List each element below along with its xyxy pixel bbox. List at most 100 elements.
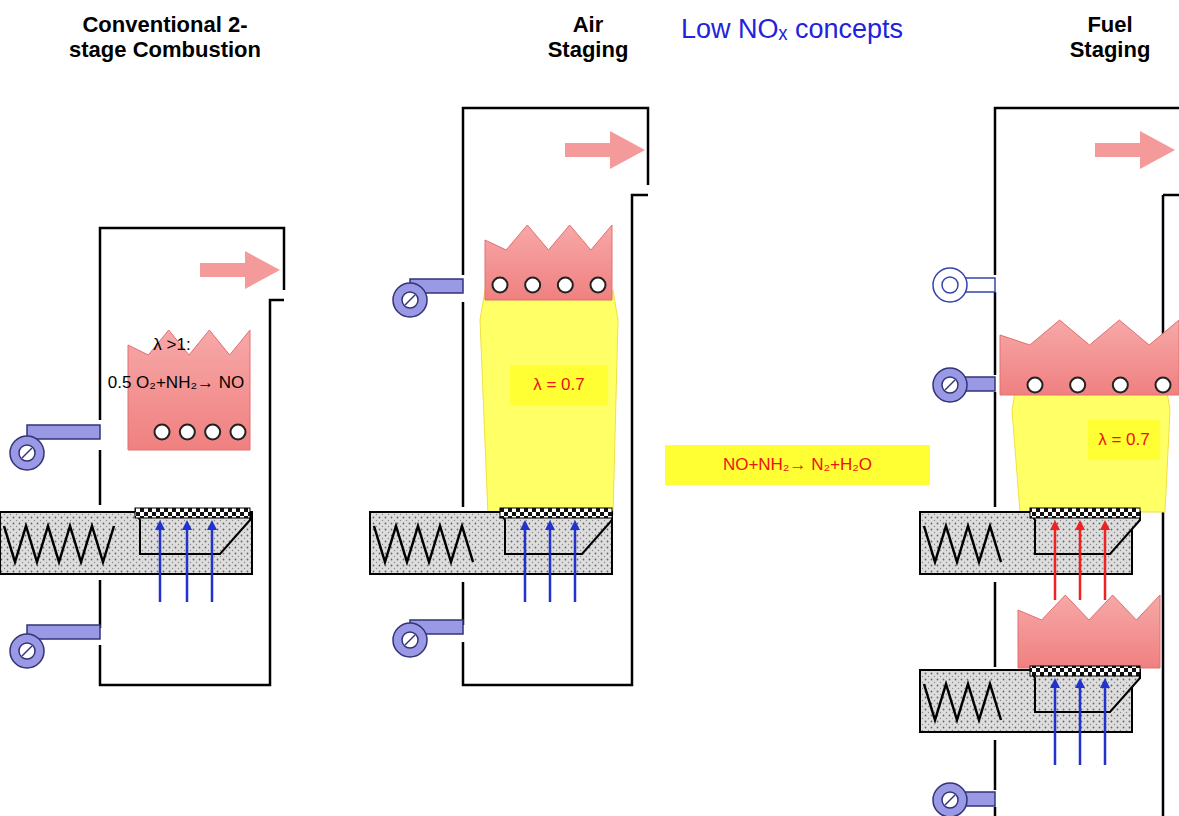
air-nozzle [1113, 378, 1128, 393]
arrowhead [545, 520, 555, 530]
node-text: λ = 0.7 [1098, 430, 1150, 450]
air-fan [933, 268, 967, 302]
flame [1018, 595, 1160, 668]
arrowhead [520, 520, 530, 530]
node-text: NO+NH₂→ N₂+H₂O [723, 455, 872, 475]
fan-blade [405, 295, 415, 305]
primary-air-arrow [524, 528, 527, 602]
flame [1000, 320, 1179, 395]
air-fan [933, 368, 967, 402]
air-nozzle [525, 278, 540, 293]
air-nozzle [1070, 378, 1085, 393]
panel-heading: Air Staging [533, 12, 643, 63]
air-fan [933, 783, 967, 816]
furnace-wall [994, 807, 997, 816]
reducing-zone [480, 290, 618, 515]
fan-hub [19, 445, 35, 461]
arrowhead [1075, 520, 1085, 530]
screw-flight [924, 684, 1001, 720]
furnace-wall [1163, 194, 1179, 197]
air-nozzle [205, 425, 220, 440]
arrowhead [1050, 520, 1060, 530]
arrowhead [182, 520, 192, 530]
furnace-wall [100, 300, 284, 685]
flue-gas-arrow [1095, 131, 1175, 169]
fuel-bed [1030, 666, 1140, 676]
furnace-wall [100, 228, 284, 420]
furnace-wall [462, 582, 465, 625]
fan-hub [19, 643, 35, 659]
primary-air-arrow [159, 528, 162, 602]
node-text: λ = 0.7 [533, 375, 585, 395]
furnace-wall [994, 292, 997, 375]
air-nozzle [231, 425, 246, 440]
primary-air-arrow [1054, 528, 1057, 600]
fan-hub [942, 377, 958, 393]
fuel-bed [135, 508, 250, 518]
arrowhead [207, 520, 217, 530]
air-nozzle [1156, 378, 1171, 393]
stoichiometry-box: λ = 0.7 [510, 365, 608, 405]
fan-blade [405, 635, 415, 645]
furnace-wall [462, 302, 465, 507]
air-duct [27, 425, 100, 439]
furnace-wall [99, 580, 102, 628]
air-fan [10, 634, 44, 668]
primary-air-arrow [1079, 686, 1082, 765]
fan-blade [22, 448, 32, 458]
arrowhead [570, 520, 580, 530]
arrowhead [1100, 678, 1110, 688]
primary-air-arrow [1104, 528, 1107, 600]
air-nozzle [558, 278, 573, 293]
diagram-title: Low NOₓ concepts [681, 15, 903, 45]
arrowhead [1100, 520, 1110, 530]
furnace-wall [99, 450, 102, 505]
screw-flight [924, 526, 1001, 562]
furnace-wall [995, 108, 1179, 275]
panel-heading: Conventional 2-stage Combustion [60, 12, 270, 63]
feed-screw [0, 512, 252, 574]
fuel-bed [500, 508, 612, 518]
fan-blade [945, 380, 955, 390]
primary-air-arrow [1079, 528, 1082, 600]
fan-hub [942, 792, 958, 808]
air-fan [10, 436, 44, 470]
air-nozzle [493, 278, 508, 293]
fan-blade [22, 646, 32, 656]
fan-blade [945, 795, 955, 805]
fan-hub [402, 632, 418, 648]
furnace-wall [994, 740, 997, 790]
primary-air-arrow [1054, 686, 1057, 765]
primary-air-arrow [574, 528, 577, 602]
flame [485, 225, 612, 300]
furnace-wall [994, 392, 997, 507]
screw-flight [374, 526, 473, 562]
stoichiometry-box: λ = 0.7 [1088, 420, 1160, 460]
screw-flight [4, 526, 114, 562]
reaction-label: 0.5 O₂+NH₂→ NO [108, 374, 244, 393]
air-fan [393, 283, 427, 317]
flue-gas-arrow [565, 131, 645, 169]
air-fan [393, 623, 427, 657]
air-nozzle [180, 425, 195, 440]
arrowhead [1050, 678, 1060, 688]
primary-air-arrow [186, 528, 189, 602]
fan-hub [402, 292, 418, 308]
furnace-wall [463, 195, 648, 685]
primary-air-arrow [1104, 686, 1107, 765]
air-duct [27, 625, 100, 639]
furnace-wall [994, 582, 997, 667]
air-nozzle [591, 278, 606, 293]
reaction-box: NO+NH₂→ N₂+H₂O [665, 445, 930, 485]
primary-air-arrow [211, 528, 214, 602]
flue-gas-arrow [200, 251, 280, 289]
fuel-bed [1030, 508, 1140, 518]
air-nozzle [155, 425, 170, 440]
arrowhead [155, 520, 165, 530]
panel-heading: Fuel Staging [1055, 12, 1165, 63]
reducing-zone [1012, 380, 1170, 512]
air-nozzle [1028, 378, 1043, 393]
fan-hub [942, 277, 958, 293]
condition-label: λ >1: [153, 336, 190, 355]
